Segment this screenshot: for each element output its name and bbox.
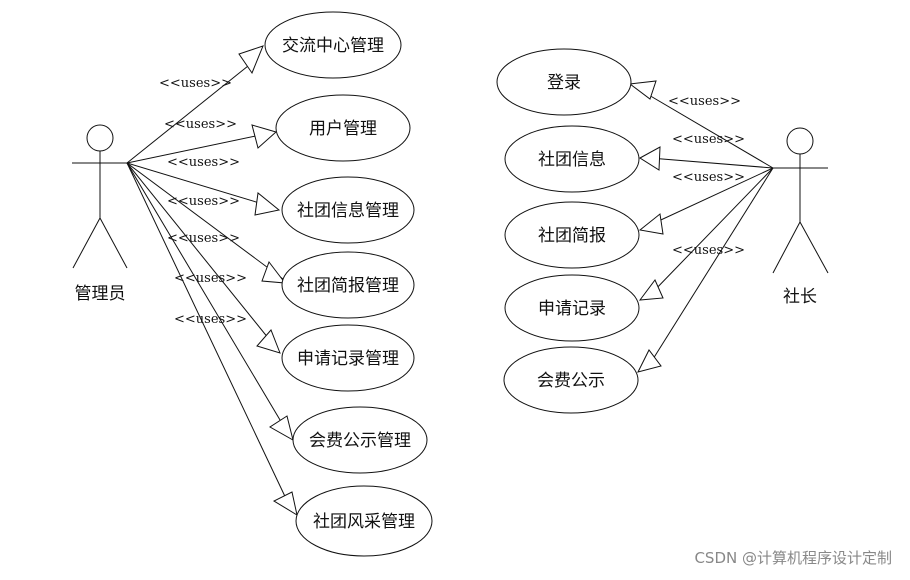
uc-ellipse-交流中心管理 (264, 11, 402, 79)
uc-ellipse-登录 (496, 48, 632, 116)
uc-ellipse-会费公示管理 (292, 406, 428, 474)
admin-actor-figure (72, 124, 128, 269)
uc-ellipse-申请记录管理 (281, 324, 415, 392)
admin-use-case-ellipses (264, 11, 433, 557)
uc-label-admin-2: 社团信息管理 (297, 201, 399, 221)
uc-label-admin-1: 用户管理 (309, 119, 377, 139)
president-actor-label: 社长 (783, 287, 817, 307)
uses-label: <<uses>> (672, 170, 745, 185)
uc-label-president-1: 社团信息 (538, 150, 606, 170)
uses-label: <<uses>> (159, 76, 232, 91)
uc-label-admin-5: 会费公示管理 (309, 431, 411, 451)
uc-ellipse-会费公示 (503, 346, 639, 414)
uc-ellipse-申请记录 (504, 274, 640, 342)
uses-label: <<uses>> (167, 155, 240, 170)
uc-label-president-3: 申请记录 (538, 299, 606, 319)
watermark-text: CSDN @计算机程序设计定制 (694, 549, 892, 567)
uses-label: <<uses>> (167, 231, 240, 246)
uses-label: <<uses>> (672, 243, 745, 258)
president-actor-figure (772, 127, 829, 274)
uses-label: <<uses>> (164, 117, 237, 132)
uc-ellipse-社团简报管理 (281, 251, 415, 319)
admin-actor-label: 管理员 (75, 284, 126, 304)
uc-label-admin-3: 社团简报管理 (297, 276, 399, 296)
uc-ellipse-用户管理 (275, 94, 411, 162)
uc-ellipse-社团信息管理 (281, 176, 415, 244)
uc-label-admin-4: 申请记录管理 (297, 349, 399, 369)
uc-ellipse-社团风采管理 (295, 485, 433, 557)
president-arrowheads (628, 80, 664, 373)
uses-label: <<uses>> (672, 132, 745, 147)
uc-label-president-2: 社团简报 (538, 226, 606, 246)
admin-association-lines (126, 57, 291, 508)
uc-ellipse-社团信息 (504, 125, 640, 193)
uc-ellipse-社团简报 (504, 201, 640, 269)
admin-arrowheads (238, 45, 298, 517)
uses-label: <<uses>> (174, 271, 247, 286)
uses-label: <<uses>> (167, 194, 240, 209)
uc-label-president-0: 登录 (547, 73, 581, 93)
uc-label-admin-0: 交流中心管理 (282, 36, 384, 56)
uses-label: <<uses>> (668, 94, 741, 109)
president-use-case-ellipses (496, 48, 640, 414)
uc-label-admin-6: 社团风采管理 (313, 512, 415, 532)
uses-label: <<uses>> (174, 312, 247, 327)
uc-label-president-4: 会费公示 (537, 371, 605, 391)
president-association-lines (641, 90, 774, 368)
